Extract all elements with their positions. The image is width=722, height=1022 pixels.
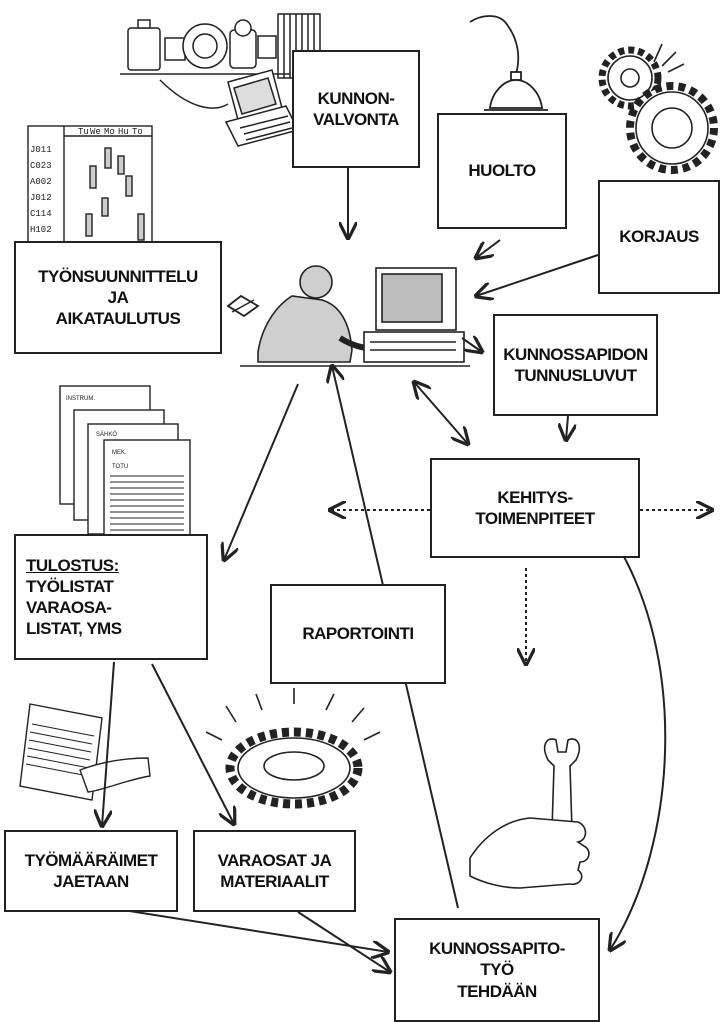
arrow-center-to-tulostus bbox=[224, 383, 299, 560]
box-label-line: RAPORTOINTI bbox=[302, 624, 414, 644]
box-varaosat: VARAOSAT JA MATERIAALIT bbox=[193, 830, 356, 912]
gear-illustration bbox=[205, 688, 381, 809]
box-label-line: MATERIAALIT bbox=[220, 872, 329, 891]
box-label-line: TYÖNSUUNNITTELU bbox=[38, 266, 198, 286]
lamp-illustration bbox=[469, 15, 548, 111]
box-label-line: TOIMENPITEET bbox=[475, 509, 595, 528]
box-label-line: TUNNUSLUVUT bbox=[514, 366, 637, 385]
arrow-tunnusluvut-to-kehitys bbox=[566, 415, 568, 440]
box-tulostus: TULOSTUS:TYÖLISTAT VARAOSA- LISTAT, YMS bbox=[14, 534, 208, 660]
form-label: SÄHKÖ bbox=[96, 431, 117, 438]
box-label-line: KUNNOSSAPIDON bbox=[503, 344, 648, 364]
wrench-hand-illustration bbox=[469, 738, 590, 889]
schedule-day: Tu bbox=[78, 127, 89, 137]
link-diamond bbox=[226, 294, 260, 318]
schedule-code: J011 bbox=[30, 145, 52, 155]
arrow-korjaus-to-center bbox=[476, 254, 599, 296]
arrow-huolto-to-center bbox=[476, 239, 501, 258]
schedule-day: To bbox=[132, 127, 143, 137]
gears-illustration bbox=[598, 43, 718, 174]
form-label: MEK. bbox=[112, 450, 127, 456]
schedule-day: Mo bbox=[104, 127, 115, 137]
box-label-line: TYÖMÄÄRÄIMET bbox=[24, 850, 158, 870]
box-korjaus: KORJAUS bbox=[598, 180, 720, 294]
arrow-tulostus-to-tyomaaraimet bbox=[102, 661, 115, 826]
arrow-tulostus-to-varaosat bbox=[151, 663, 234, 824]
box-huolto: HUOLTO bbox=[437, 113, 567, 229]
box-label-line: VARAOSA- bbox=[26, 598, 112, 617]
schedule-code: C114 bbox=[30, 209, 52, 219]
arrow-varaosat-to-work bbox=[297, 911, 390, 972]
form-label: INSTRUM. bbox=[66, 396, 95, 402]
box-label-line: TULOSTUS: bbox=[26, 555, 119, 575]
box-label-line: JAETAAN bbox=[53, 872, 129, 891]
box-label-line: LISTAT, YMS bbox=[26, 619, 122, 639]
box-label-line: AIKATAULUTUS bbox=[55, 309, 181, 329]
box-tunnusluvut: KUNNOSSAPIDON TUNNUSLUVUT bbox=[493, 314, 658, 416]
box-tyomaaraimet: TYÖMÄÄRÄIMET JAETAAN bbox=[4, 830, 178, 912]
arrow-center-to-tunnusluvut bbox=[461, 338, 482, 352]
schedule-code: H102 bbox=[30, 225, 52, 235]
form-label: TOTU bbox=[112, 464, 128, 470]
schedule-day: Hu bbox=[118, 127, 129, 137]
box-label-line: TYÖ bbox=[480, 960, 514, 980]
box-raportointi: RAPORTOINTI bbox=[270, 584, 446, 684]
schedule-code: C023 bbox=[30, 161, 52, 171]
arrow-center-kehitys-bidirectional bbox=[414, 382, 468, 444]
box-label-line: KEHITYS- bbox=[497, 487, 573, 507]
box-label-line: TEHDÄÄN bbox=[457, 981, 537, 1001]
box-label-line: KUNNON- bbox=[317, 88, 395, 108]
box-label-line: VALVONTA bbox=[313, 110, 399, 129]
box-label-line: VARAOSAT JA bbox=[217, 850, 332, 870]
box-label-line: JA bbox=[107, 287, 129, 307]
arrow-kehitys-to-work bbox=[601, 521, 667, 950]
schedule-code: J012 bbox=[30, 193, 52, 203]
person-at-computer-illustration bbox=[240, 265, 470, 367]
schedule-day: We bbox=[90, 127, 101, 137]
arrow-tyomaaraimet-to-work bbox=[97, 905, 388, 952]
box-label-line: KUNNOSSAPITO- bbox=[429, 939, 565, 959]
box-label-line: TYÖLISTAT bbox=[26, 576, 114, 596]
box-kunnonvalvonta: KUNNON- VALVONTA bbox=[292, 50, 420, 168]
box-kehitys: KEHITYS- TOIMENPITEET bbox=[430, 458, 640, 558]
hand-paper-illustration bbox=[19, 703, 151, 801]
schedule-code: A002 bbox=[30, 177, 52, 187]
box-label-line: KORJAUS bbox=[619, 227, 699, 247]
box-label-line: HUOLTO bbox=[468, 161, 536, 181]
schedule-chart bbox=[27, 125, 153, 245]
forms-illustration bbox=[59, 385, 191, 549]
